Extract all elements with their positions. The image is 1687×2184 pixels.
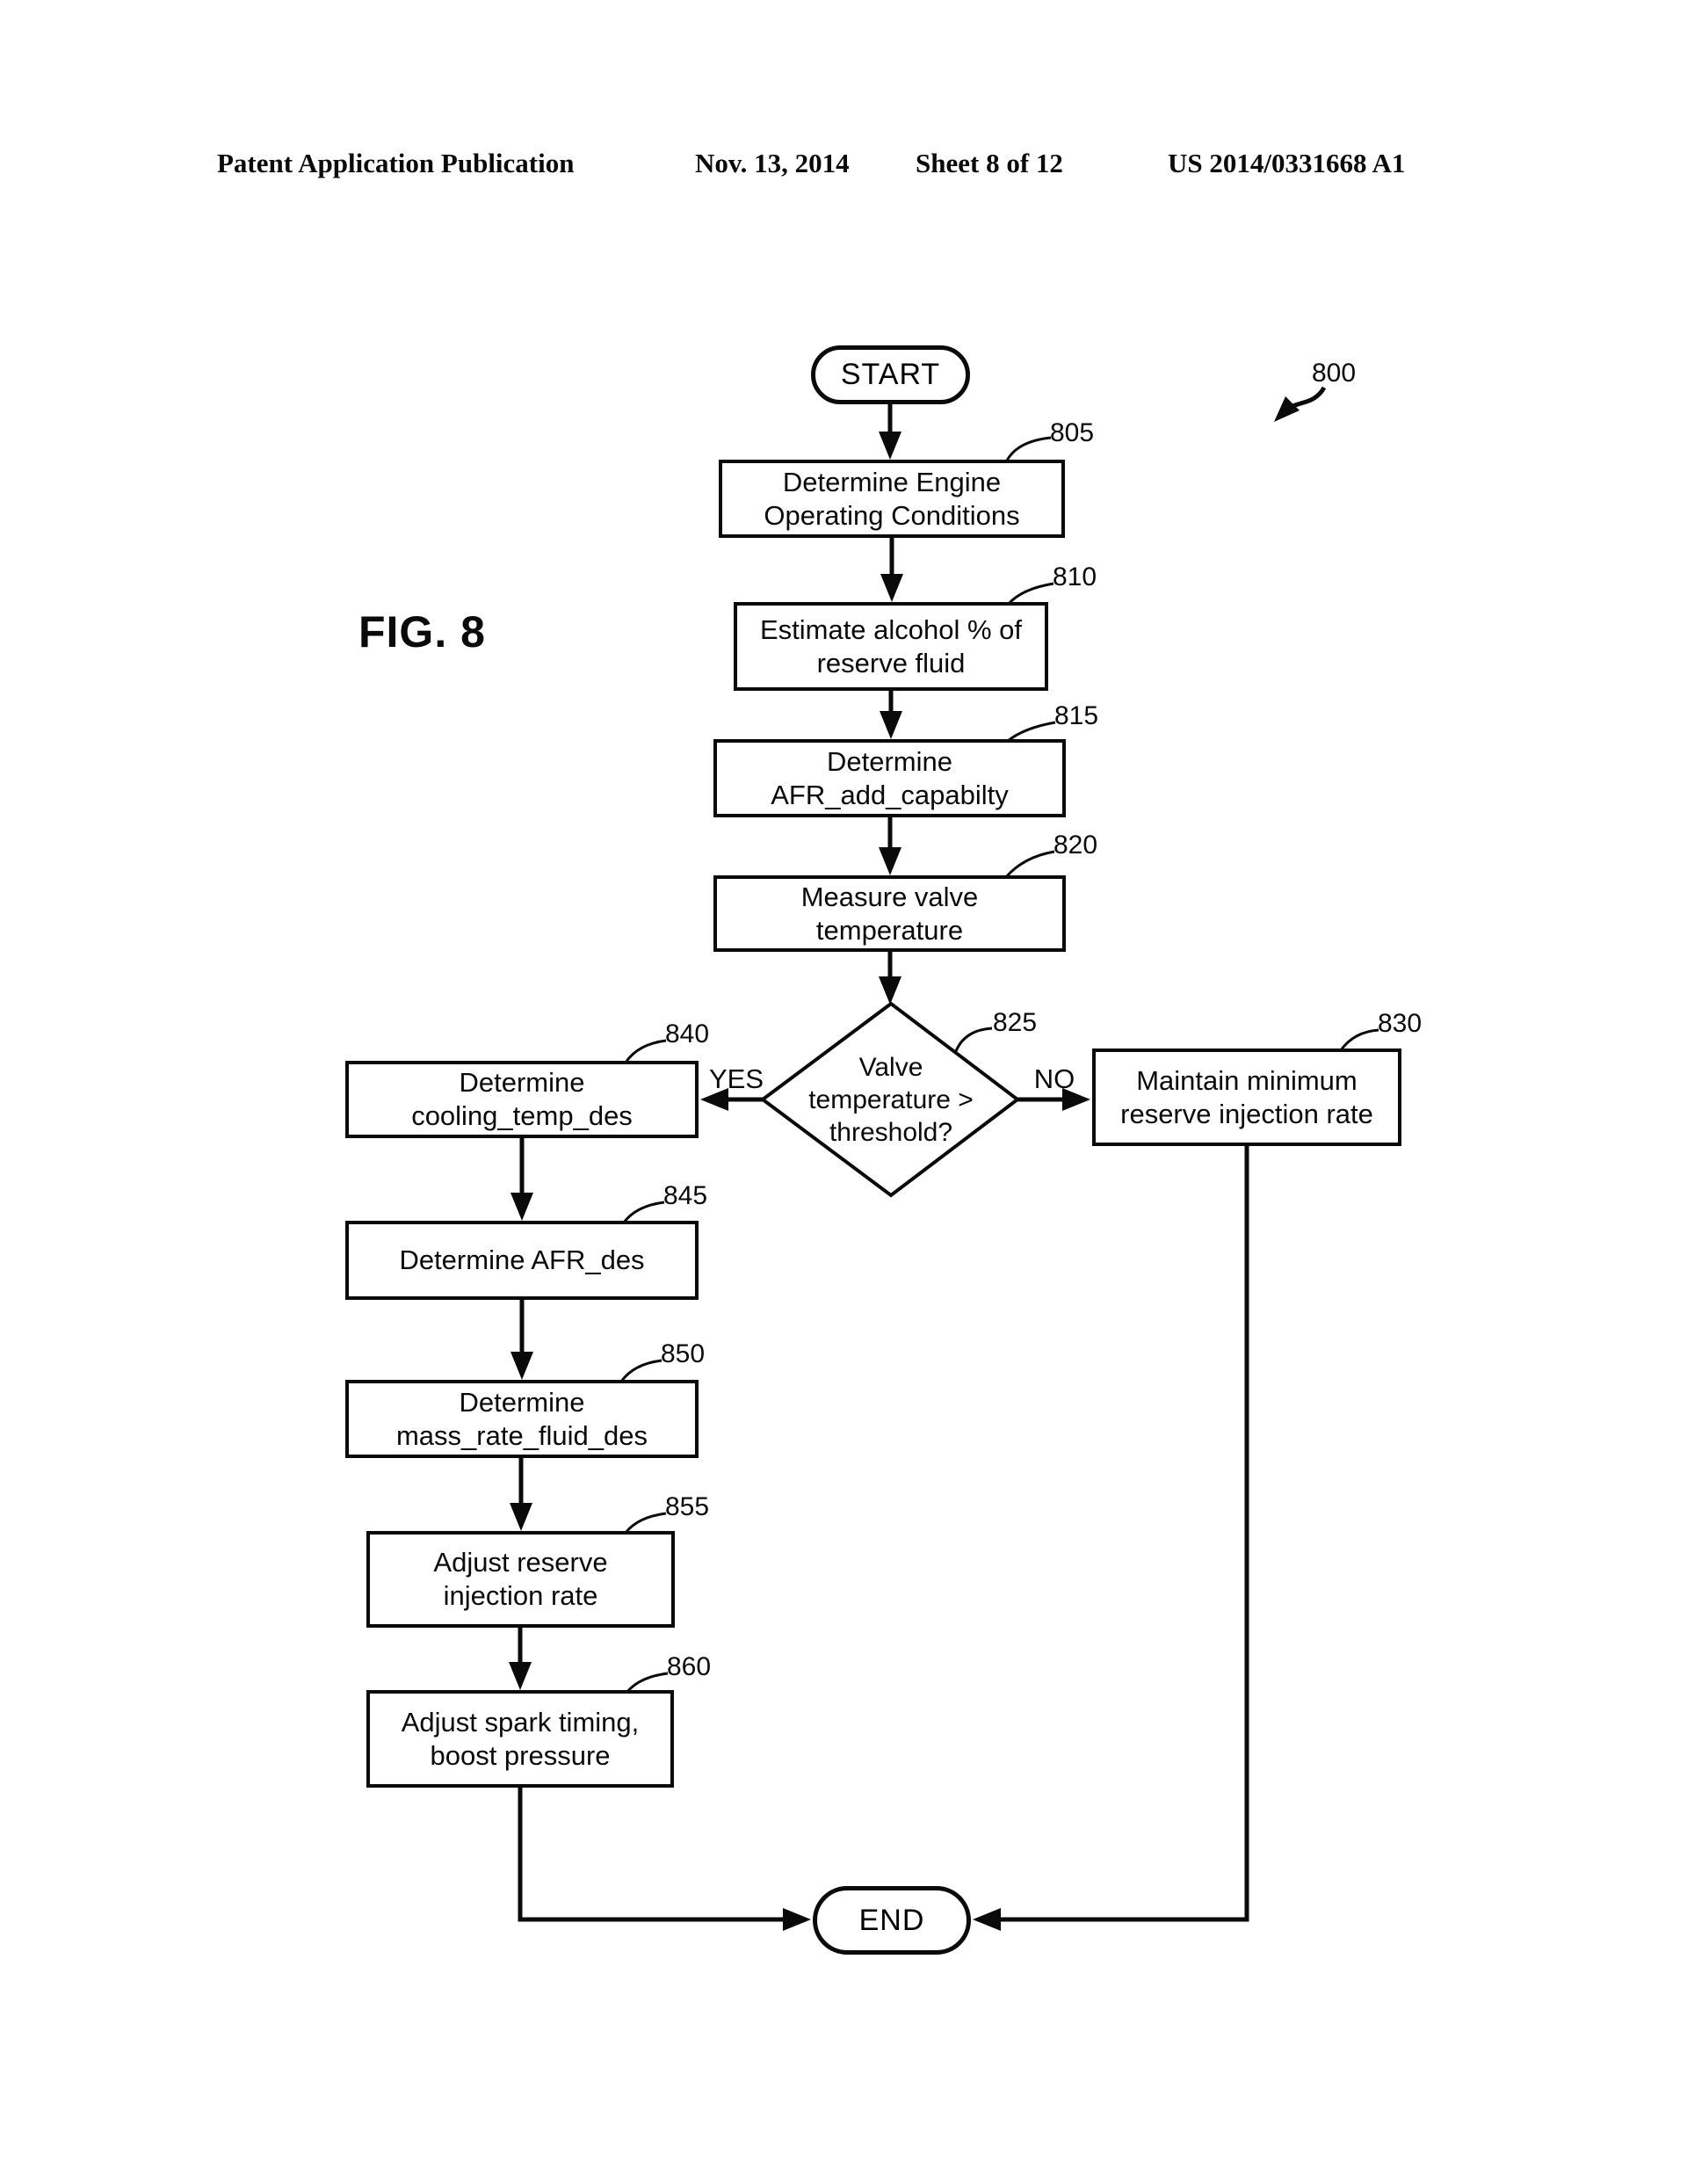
- ref-label-860: 860: [667, 1652, 712, 1681]
- arrow-840-845: [510, 1136, 533, 1221]
- start-label: START: [840, 358, 941, 391]
- process-box-845: Determine AFR_des: [345, 1221, 699, 1300]
- ref-label-840: 840: [665, 1019, 710, 1048]
- figure-label: FIG. 8: [358, 607, 486, 657]
- header-publication: Patent Application Publication: [217, 148, 575, 178]
- ref-label-825: 825: [993, 1008, 1038, 1037]
- process-box-810: Estimate alcohol % of reserve fluid: [734, 602, 1048, 691]
- process-box-860-label: Adjust spark timing, boost pressure: [401, 1706, 640, 1771]
- diagram-ref-800: 800: [1312, 359, 1357, 388]
- decision-diamond-825: [759, 1001, 1021, 1198]
- header-date: Nov. 13, 2014: [695, 148, 850, 178]
- branch-label-yes: YES: [708, 1063, 764, 1094]
- diagram-ref-arrow: [1274, 386, 1327, 422]
- arrow-850-855: [510, 1456, 532, 1531]
- header-patent-number: US 2014/0331668 A1: [1168, 148, 1406, 178]
- arrow-845-850: [510, 1298, 533, 1380]
- arrow-start-805: [879, 403, 901, 460]
- process-box-830: Maintain minimum reserve injection rate: [1092, 1048, 1401, 1146]
- process-box-820: Measure valve temperature: [713, 875, 1066, 952]
- process-box-805-label: Determine Engine Operating Conditions: [764, 466, 1020, 531]
- leader-825: [954, 1027, 993, 1052]
- leader-850: [619, 1359, 662, 1382]
- header-sheet: Sheet 8 of 12: [916, 148, 1063, 178]
- ref-label-810: 810: [1053, 562, 1097, 591]
- ref-label-830: 830: [1378, 1009, 1423, 1038]
- ref-label-855: 855: [665, 1492, 710, 1521]
- ref-label-820: 820: [1053, 831, 1098, 860]
- process-box-855-label: Adjust reserve injection rate: [433, 1547, 608, 1611]
- process-box-820-label: Measure valve temperature: [800, 881, 979, 946]
- process-box-855: Adjust reserve injection rate: [366, 1531, 675, 1628]
- process-box-815: Determine AFR_add_capabilty: [713, 739, 1066, 817]
- end-label: END: [858, 1903, 925, 1937]
- arrow-860-end: [518, 1786, 811, 1931]
- leader-840: [624, 1039, 667, 1063]
- end-terminal: END: [813, 1886, 971, 1955]
- process-box-830-label: Maintain minimum reserve injection rate: [1120, 1064, 1373, 1129]
- leader-860: [626, 1672, 669, 1693]
- process-box-850: Determine mass_rate_fluid_des: [345, 1380, 699, 1458]
- process-box-805: Determine Engine Operating Conditions: [719, 460, 1065, 538]
- ref-label-815: 815: [1054, 701, 1099, 730]
- arrow-810-815: [880, 689, 902, 739]
- ref-label-850: 850: [661, 1339, 706, 1368]
- leader-805: [1005, 436, 1052, 461]
- process-box-840-label: Determine cooling_temp_des: [411, 1067, 633, 1131]
- arrow-825-840-yes: [700, 1088, 764, 1111]
- process-box-815-label: Determine AFR_add_capabilty: [771, 745, 1009, 810]
- arrow-855-860: [509, 1626, 532, 1690]
- ref-label-805: 805: [1050, 418, 1095, 447]
- arrow-830-end: [973, 1144, 1249, 1931]
- leader-845: [622, 1201, 665, 1223]
- process-box-850-label: Determine mass_rate_fluid_des: [395, 1386, 648, 1451]
- process-box-860: Adjust spark timing, boost pressure: [366, 1690, 674, 1788]
- process-box-845-label: Determine AFR_des: [399, 1244, 645, 1275]
- start-terminal: START: [811, 345, 970, 404]
- process-box-810-label: Estimate alcohol % of reserve fluid: [759, 613, 1023, 678]
- branch-label-no: NO: [1033, 1063, 1075, 1094]
- process-box-840: Determine cooling_temp_des: [345, 1061, 699, 1138]
- leader-820: [1004, 850, 1055, 878]
- leader-815: [1007, 721, 1056, 743]
- arrow-805-810: [880, 536, 903, 602]
- ref-label-845: 845: [663, 1181, 708, 1210]
- leader-855: [624, 1512, 667, 1534]
- decision-label: Valve temperature > threshold?: [808, 1053, 974, 1147]
- arrow-815-820: [879, 816, 901, 875]
- arrow-820-825: [879, 950, 901, 1005]
- leader-810: [1007, 582, 1054, 606]
- leader-830: [1339, 1028, 1379, 1051]
- arrow-825-830-no: [1016, 1088, 1090, 1111]
